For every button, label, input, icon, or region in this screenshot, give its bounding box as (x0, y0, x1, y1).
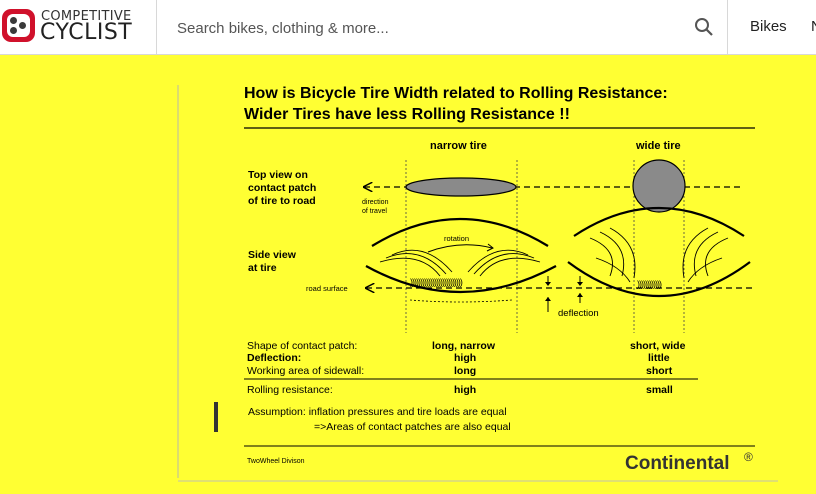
rotation-label: rotation (444, 234, 469, 243)
top-view-label-3: of tire to road (248, 195, 316, 207)
direction-label-2: of travel (362, 208, 387, 215)
top-view-label-1: Top view on (248, 169, 308, 181)
site-header: COMPETITIVE CYCLIST Bikes N (0, 0, 816, 55)
diagram-title-line1: How is Bicycle Tire Width related to Rol… (244, 85, 668, 102)
row-value-wide: little (648, 352, 670, 364)
deflection-label: deflection (558, 308, 599, 319)
side-view-label-1: Side view (248, 249, 297, 261)
row-value-narrow: long, narrow (432, 340, 496, 352)
top-view-label-2: contact patch (248, 182, 316, 194)
assumption-line-1: Assumption: inflation pressures and tire… (248, 406, 507, 418)
narrow-sidewall-hatch: )))))))))))))))))))))))))) (410, 277, 463, 287)
row-label: Deflection: (247, 352, 301, 364)
road-surface-label: road surface (306, 284, 348, 293)
nav-item-bikes[interactable]: Bikes (750, 18, 787, 35)
tire-diagram: How is Bicycle Tire Width related to Rol… (177, 85, 778, 482)
continental-registered-mark: ® (744, 450, 753, 464)
logo-text-bottom: CYCLIST (40, 20, 133, 45)
row-value-wide: small (646, 384, 673, 396)
rotation-arrow (427, 244, 493, 253)
row-value-wide: short, wide (630, 340, 686, 352)
row-value-narrow: high (454, 352, 476, 364)
row-value-narrow: long (454, 365, 476, 377)
side-stamp (214, 402, 218, 432)
column-wide-tire: wide tire (635, 140, 681, 152)
wide-tire-side-view (567, 206, 751, 297)
direction-label-1: direction (362, 199, 389, 206)
row-label: Rolling resistance: (247, 384, 333, 396)
diagram-title-line2: Wider Tires have less Rolling Resistance… (244, 106, 570, 123)
narrow-contact-patch (405, 177, 517, 197)
row-label: Shape of contact patch: (247, 340, 357, 352)
wide-sidewall-hatch: )))))))))))) (637, 279, 662, 289)
article-content: How is Bicycle Tire Width related to Rol… (0, 55, 816, 494)
site-logo[interactable]: COMPETITIVE CYCLIST (0, 0, 157, 54)
column-narrow-tire: narrow tire (430, 140, 487, 152)
search-input[interactable] (175, 15, 679, 41)
row-value-wide: short (646, 365, 673, 377)
continental-logo: Continental (625, 453, 730, 474)
assumption-line-2: =>Areas of contact patches are also equa… (314, 421, 511, 433)
narrow-tire-side-view (365, 218, 557, 303)
footer-division-label: TwoWheel Divison (247, 458, 305, 465)
row-value-narrow: high (454, 384, 476, 396)
side-view-label-2: at tire (248, 262, 277, 274)
search-bar (157, 0, 728, 54)
search-icon[interactable] (694, 17, 714, 37)
logo-text-top: COMPETITIVE (41, 9, 132, 24)
comparison-table: Shape of contact patch: long, narrow sho… (244, 340, 698, 396)
logo-badge-icon (2, 9, 35, 42)
wide-contact-patch (632, 159, 686, 213)
row-label: Working area of sidewall: (247, 365, 364, 377)
nav-item-next[interactable]: N (811, 18, 816, 35)
